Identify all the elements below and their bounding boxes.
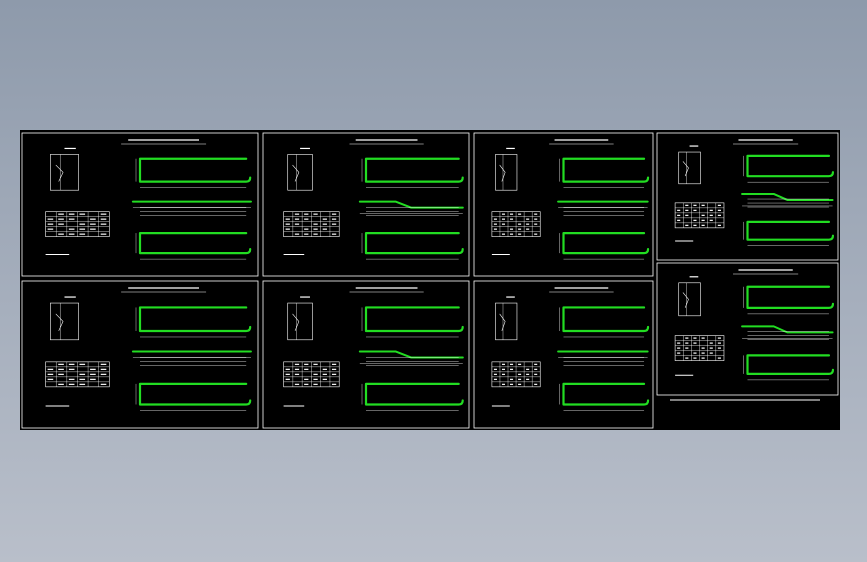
section-outline bbox=[287, 154, 313, 191]
cad-drawing-svg bbox=[21, 132, 839, 429]
drawing-sheet-5 bbox=[21, 280, 259, 429]
rebar-u-bar bbox=[746, 154, 835, 178]
sheet-frame bbox=[656, 132, 839, 261]
sheet-frame bbox=[262, 280, 470, 429]
section-rebar-sketch bbox=[499, 313, 506, 331]
rebar-cranked-bar bbox=[741, 325, 834, 334]
section-rebar-sketch bbox=[292, 313, 300, 331]
sheet-frame bbox=[262, 132, 470, 277]
section-outline bbox=[50, 154, 79, 191]
section-outline bbox=[495, 154, 518, 191]
rebar-u-bar bbox=[364, 306, 464, 333]
section-rebar-sketch bbox=[55, 313, 64, 331]
drawing-sheet-1 bbox=[21, 132, 259, 277]
drawing-sheet-4 bbox=[656, 132, 839, 261]
section-rebar-sketch bbox=[499, 164, 506, 182]
drawing-sheet-8 bbox=[656, 262, 839, 396]
drawing-sheet-3 bbox=[473, 132, 654, 277]
rebar-u-bar bbox=[562, 232, 650, 255]
section-outline bbox=[678, 282, 701, 317]
sheet-frame bbox=[473, 280, 654, 429]
drawing-sheet-2 bbox=[262, 132, 470, 277]
rebar-u-bar bbox=[138, 232, 252, 255]
rebar-u-bar bbox=[746, 354, 835, 375]
rebar-u-bar bbox=[562, 382, 650, 406]
section-outline bbox=[50, 302, 79, 341]
sheet-frame bbox=[21, 280, 259, 429]
rebar-cranked-bar bbox=[358, 350, 464, 359]
rebar-cranked-bar bbox=[358, 200, 464, 209]
sheet-frame bbox=[473, 132, 654, 277]
section-rebar-sketch bbox=[55, 164, 64, 182]
section-rebar-sketch bbox=[292, 164, 300, 182]
rebar-u-bar bbox=[746, 285, 835, 309]
drawing-sheet-6 bbox=[262, 280, 470, 429]
rebar-u-bar bbox=[562, 306, 650, 333]
rebar-u-bar bbox=[364, 382, 464, 406]
rebar-u-bar bbox=[138, 306, 252, 333]
section-rebar-sketch bbox=[682, 292, 689, 308]
cad-drawing-canvas[interactable] bbox=[20, 130, 840, 430]
rebar-u-bar bbox=[138, 382, 252, 406]
section-rebar-sketch bbox=[682, 161, 689, 177]
rebar-u-bar bbox=[138, 157, 252, 183]
sheet-frame bbox=[656, 262, 839, 396]
section-outline bbox=[678, 151, 701, 185]
section-outline bbox=[287, 302, 313, 341]
drawing-sheet-7 bbox=[473, 280, 654, 429]
sheet-frame bbox=[21, 132, 259, 277]
rebar-u-bar bbox=[562, 157, 650, 183]
rebar-u-bar bbox=[746, 220, 835, 241]
rebar-cranked-bar bbox=[741, 192, 834, 201]
section-outline bbox=[495, 302, 518, 341]
rebar-u-bar bbox=[364, 157, 464, 183]
rebar-u-bar bbox=[364, 232, 464, 255]
